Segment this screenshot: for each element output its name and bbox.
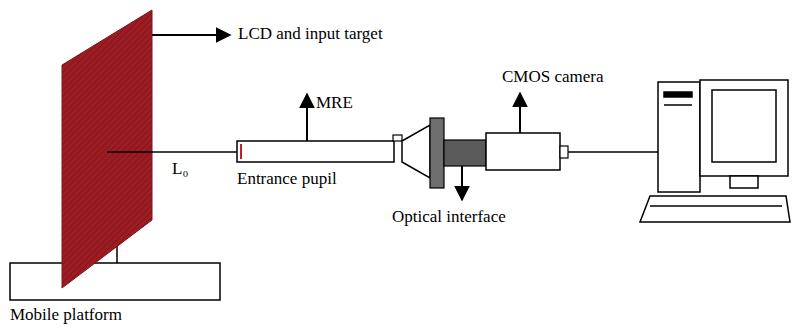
mobile-platform [10,240,220,300]
part-label: LCD and input target [238,25,383,44]
part-label: Optical interface [392,208,506,227]
leader-arrow [306,94,308,141]
dimension-label: L₀ [172,160,188,179]
cable [568,151,658,153]
part-label: MRE [316,94,353,113]
distance-line [107,151,237,153]
part-label: CMOS camera [502,68,604,87]
leader-arrow [152,34,230,36]
cmos-camera [486,133,568,170]
computer [640,80,790,222]
lcd-panel [62,10,152,288]
leader-arrow [461,166,463,200]
part-label: Mobile platform [10,306,122,325]
optical-interface [430,118,486,188]
leader-arrow [519,93,521,133]
part-label: Entrance pupil [237,170,337,189]
